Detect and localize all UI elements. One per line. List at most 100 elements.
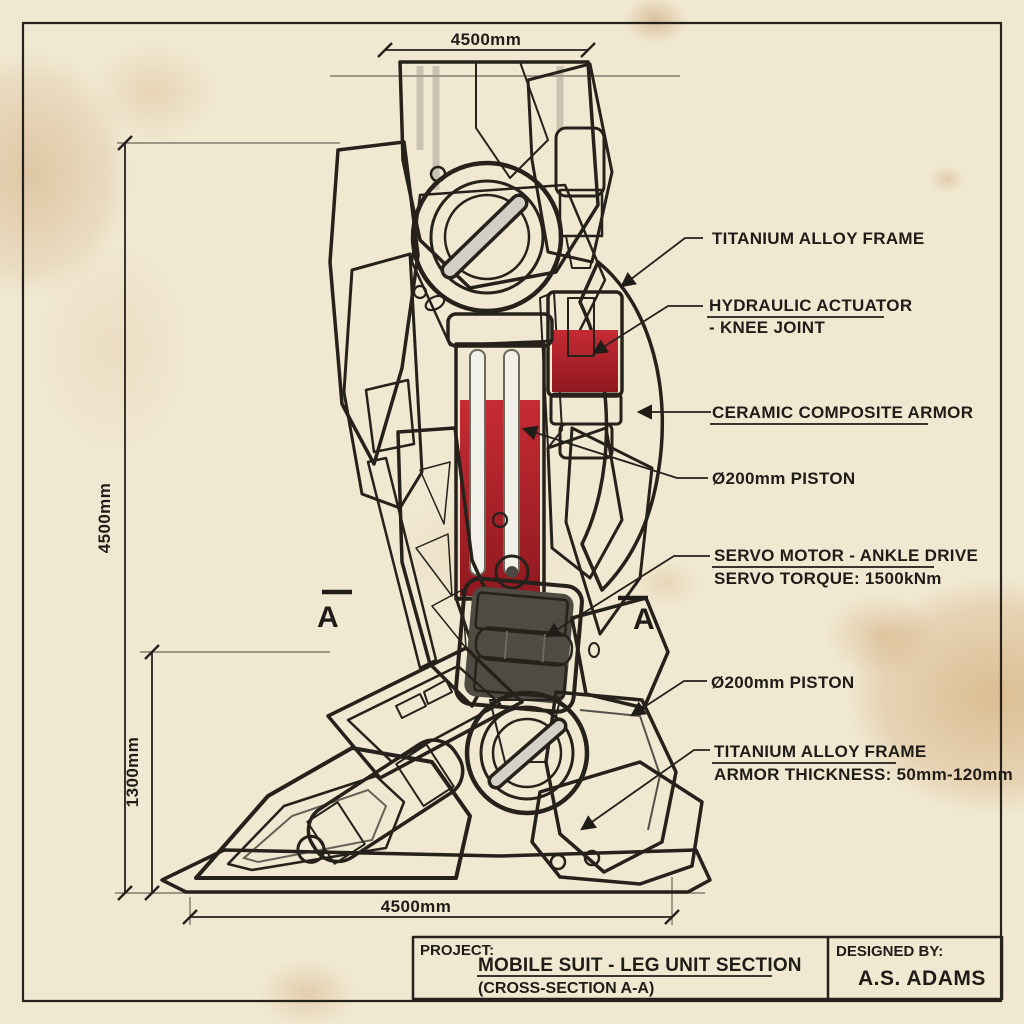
project-subtitle: (CROSS-SECTION A-A) [478,980,654,997]
label-titanium-top: TITANIUM ALLOY FRAME [712,229,925,248]
mecha-leg-drawing [160,60,712,894]
ankle-front-inner [346,664,502,764]
title-block-frame [411,935,1004,1001]
label-servo-1: SERVO MOTOR - ANKLE DRIVE [714,546,978,565]
link-joint-pin [506,566,518,578]
foot-sole [160,848,712,894]
upper-actuator-mount [565,235,599,269]
section-marker-left: A [317,601,339,634]
shin-notch [475,61,549,179]
knee-joint [410,160,564,314]
thigh-panel-window [364,378,416,454]
title-block: PROJECT: MOBILE SUIT - LEG UNIT SECTION … [411,935,1004,1001]
dim-tick [144,644,160,660]
section-markers: A A [317,589,655,636]
dim-tick [664,909,680,925]
leader-titanium-top [620,237,703,288]
thigh-green-panel [342,252,424,510]
shin-green-plate [526,62,614,264]
sketch-line [541,634,547,663]
vent-slot [423,679,453,705]
knee-joint-ring [429,179,545,295]
dim-ankle-label: 1300mm [123,737,142,807]
ankle-joint-inner [491,717,563,789]
dim-tick [580,42,596,58]
toe-green-plate [530,760,704,886]
annotation-labels: TITANIUM ALLOY FRAME HYDRAULIC ACTUATOR … [521,229,1013,831]
knee-screw-slot [444,197,525,276]
sketch-line [579,709,662,831]
heel-armor-plate [544,690,678,874]
label-hydraulic-1: HYDRAULIC ACTUATOR [709,296,912,315]
upper-actuator-body [554,126,606,198]
foot-actuator-body [306,738,465,864]
dim-top-label: 4500mm [451,30,521,49]
main-cylinder-cap [446,312,554,348]
dim-tick [117,885,133,901]
label-titanium-lower-1: TITANIUM ALLOY FRAME [714,742,927,761]
thigh-side-plate [328,140,420,466]
ceramic-armor-crescent [578,260,665,592]
dim-bottom-label: 4500mm [381,897,451,916]
label-servo-2: SERVO TORQUE: 1500kNm [714,569,942,588]
leader-piston-lower [630,680,707,717]
servo-coil-top [474,591,570,637]
designed-by-label: DESIGNED BY: [836,943,943,960]
foot-actuator-coil [395,743,455,808]
knee-joint-outer [410,160,564,314]
boot-inner-panel [226,774,406,872]
bolt [549,853,567,871]
frame-cutout [419,461,451,525]
bolt [412,284,428,300]
border-frame [21,21,1003,1003]
dim-left-label: 4500mm [95,483,114,553]
bolt [588,642,600,658]
boot-shell [194,746,472,880]
dimension-lines: 4500mm 4500mm 1300mm 4500mm [95,30,680,925]
leader-servo [545,555,710,638]
ankle-joint-ring [479,705,575,801]
dim-tick [377,42,393,58]
dim-tick [117,135,133,151]
ankle-joint-outer [464,690,590,816]
label-piston-lower: Ø200mm PISTON [711,673,854,692]
ankle-joint [464,690,590,816]
label-titanium-lower-2: ARMOR THICKNESS: 50mm-120mm [714,765,1013,784]
leader-piston-upper [521,425,708,479]
dim-tick [144,885,160,901]
bolt [491,511,509,529]
ankle-front-box [326,646,524,780]
knee-joint-inner [443,193,531,281]
calf-side-plate [546,426,624,580]
sketch-shading [416,66,564,190]
label-piston-upper: Ø200mm PISTON [712,469,855,488]
leader-hydraulic [592,305,703,355]
section-marker-right: A [633,603,655,636]
servo-link-joint [494,554,530,590]
bolt [583,849,601,867]
designer-name: A.S. ADAMS [858,967,986,990]
label-hydraulic-2: - KNEE JOINT [709,318,825,337]
frame-strut [366,456,438,670]
frame-cutout [415,533,453,597]
ankle-armor-right [489,596,678,874]
knee-actuator-fluid [552,330,618,392]
toe-armor [530,760,704,886]
dim-tick [182,909,198,925]
servo-rotor [474,626,574,667]
sketch-line [241,788,388,864]
left-foot [194,646,524,880]
shin-top-plate [398,60,600,290]
link-joint-outer [494,554,530,590]
label-ceramic: CERAMIC COMPOSITE ARMOR [712,403,973,422]
vent-slot [395,693,427,719]
piston-rod-left [469,349,486,576]
project-label: PROJECT: [420,942,494,959]
ankle-screw-slot [491,721,564,786]
knee-actuator-piston-rod [567,297,595,357]
piston-rod-right [503,349,520,576]
ankle-upper-plate [570,596,670,710]
leader-titanium-lower [580,749,710,831]
